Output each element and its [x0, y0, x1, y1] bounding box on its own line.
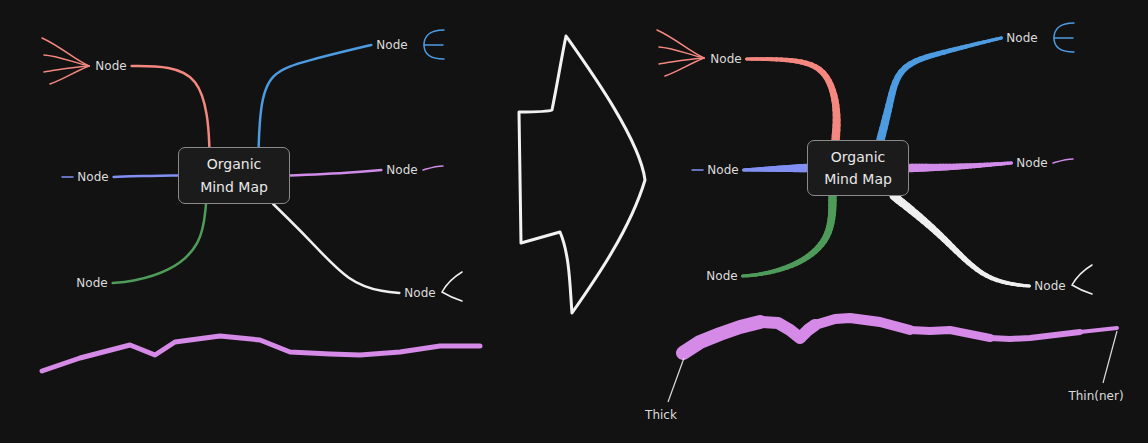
branch-node: Node	[704, 269, 739, 283]
branch-path	[743, 196, 833, 276]
node-text: Node	[95, 59, 126, 73]
branch-connector	[744, 168, 807, 170]
white-bracket	[1072, 265, 1092, 294]
purple-flick	[423, 166, 443, 170]
branch-connector	[113, 204, 206, 283]
branch-node: Node	[708, 52, 743, 66]
branch-path	[747, 59, 837, 140]
branch-node: Node	[705, 163, 740, 177]
node-text: Node	[706, 269, 737, 283]
taper-segment	[747, 57, 752, 60]
branch-node: Node	[374, 38, 409, 52]
branch-node: Node	[74, 276, 109, 290]
node-text: Node	[1016, 156, 1047, 170]
central-topic-box: Organic Mind Map	[178, 147, 290, 204]
taper-segment	[1024, 284, 1030, 288]
branch-connector	[290, 170, 381, 176]
node-text: Node	[710, 52, 741, 66]
purple-flick	[1053, 159, 1073, 163]
branch-connector	[273, 204, 399, 293]
node-text: Node	[707, 163, 738, 177]
branch-node: Node	[1032, 279, 1067, 293]
node-text: Node	[376, 38, 407, 52]
branch-node: Node	[1014, 156, 1049, 170]
node-text: Organic Mind Map	[818, 146, 898, 191]
decorations-right-fan	[657, 30, 704, 76]
taper-segment	[743, 274, 748, 277]
leader-line	[1103, 331, 1117, 383]
branch-connector	[747, 59, 837, 140]
white-bracket	[442, 272, 462, 301]
branch-connector	[132, 66, 210, 147]
branch-path	[880, 38, 1001, 140]
node-text: Node	[1006, 31, 1037, 45]
node-text: Organic Mind Map	[192, 153, 276, 198]
branch-path	[132, 66, 210, 147]
branch-path	[290, 170, 381, 176]
branch-path	[273, 204, 399, 293]
uniform-stroke	[42, 336, 480, 371]
blue-bracket	[1054, 23, 1074, 52]
branch-path	[259, 45, 372, 147]
red-fan	[657, 30, 704, 76]
leader-line	[668, 358, 684, 402]
branch-path	[113, 204, 206, 283]
blue-bracket	[424, 30, 444, 59]
branch-connector	[909, 163, 1011, 168]
red-fan	[42, 38, 89, 84]
transform-arrow	[519, 36, 645, 313]
central-topic-box: Organic Mind Map	[807, 140, 909, 196]
branch-connector	[259, 45, 372, 147]
node-text: Node	[404, 286, 435, 300]
decorations-left	[42, 30, 462, 301]
branch-path	[894, 196, 1030, 286]
branch-path	[114, 176, 178, 177]
branch-connector	[743, 196, 833, 276]
blue-dash	[692, 169, 703, 171]
annotation-label: Thick	[643, 408, 679, 422]
branch-connector	[880, 38, 1001, 140]
tapered-stroke	[683, 318, 1117, 353]
branch-connector	[114, 176, 178, 177]
branch-path	[909, 163, 1011, 168]
decorations-right	[692, 23, 1092, 294]
branch-node: Node	[384, 163, 419, 177]
node-text: Node	[386, 163, 417, 177]
annotation-label: Thin(ner)	[1066, 389, 1125, 403]
blue-dash	[62, 176, 73, 178]
branch-path	[744, 168, 807, 170]
branch-node: Node	[402, 286, 437, 300]
taper-segment	[996, 38, 1002, 39]
node-text: Node	[1034, 279, 1065, 293]
branch-node: Node	[1004, 31, 1039, 45]
branch-node: Node	[75, 170, 110, 184]
branch-node: Node	[93, 59, 128, 73]
taper-segment	[744, 168, 746, 171]
node-text: Node	[77, 170, 108, 184]
node-text: Node	[76, 276, 107, 290]
taper-segment	[1008, 161, 1011, 164]
branch-connector	[894, 196, 1030, 286]
